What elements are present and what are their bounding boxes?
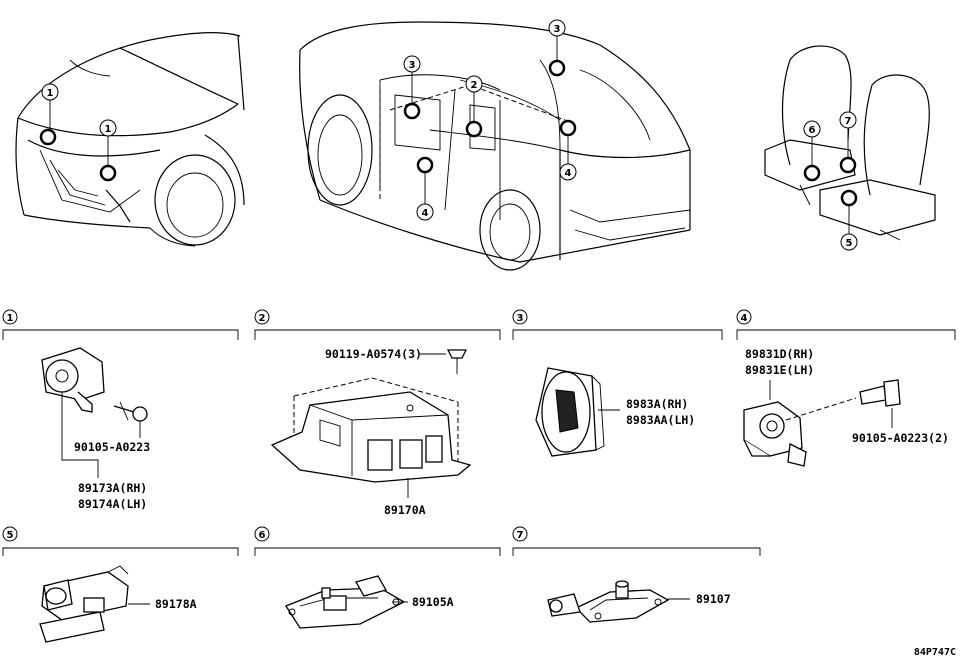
part-number: 8983A(RH) <box>626 397 688 411</box>
section-index: 5 <box>7 530 14 541</box>
ecu-bolt <box>420 349 468 374</box>
seat-position-sensor <box>39 565 129 643</box>
section-index: 6 <box>259 530 266 541</box>
location-dot <box>465 120 483 138</box>
section-index: 2 <box>259 313 266 324</box>
section-3: 3 8983A(RH) 8983AA(LH) <box>512 309 723 457</box>
callout-label: 4 <box>422 208 429 219</box>
callout-label: 6 <box>809 125 816 136</box>
section-4: 4 89831D(RH) 89831E(LH) 90105-A0223(2) <box>736 309 956 467</box>
section-5: 5 89178A <box>2 526 239 643</box>
front-airbag-sensor <box>41 347 105 413</box>
section-index: 4 <box>741 313 748 324</box>
location-dot <box>39 128 57 146</box>
location-dot <box>803 164 821 182</box>
callout-label: 5 <box>846 238 853 249</box>
sensor-bolt <box>859 379 901 407</box>
callout-label: 3 <box>554 24 561 35</box>
callout-marker <box>839 111 857 129</box>
location-dot <box>840 189 858 207</box>
front-vehicle-illustration <box>15 31 245 247</box>
part-number: 89178A <box>155 597 197 611</box>
callout-label: 2 <box>471 80 478 91</box>
callout-label: 1 <box>47 88 54 99</box>
seat-illustration <box>764 45 936 241</box>
location-dot <box>416 156 434 174</box>
airbag-ecu <box>270 377 472 483</box>
location-dot <box>99 164 117 182</box>
section-index: 1 <box>7 313 14 324</box>
overview-callouts: 1 1 2 3 3 4 4 5 <box>39 19 858 251</box>
part-number: 89107 <box>696 592 731 606</box>
callout-label: 3 <box>409 60 416 71</box>
curtain-airbag-sensor <box>535 367 605 457</box>
callout-marker <box>416 203 434 221</box>
sensor-bolt <box>113 401 148 422</box>
rear-vehicle-illustration <box>299 21 691 271</box>
part-number: 89170A <box>384 503 426 517</box>
part-number: 89173A(RH) <box>78 481 147 495</box>
side-airbag-sensor <box>743 401 807 467</box>
callout-marker <box>99 119 117 137</box>
section-6: 6 89105A <box>254 526 501 629</box>
section-7: 7 89107 <box>512 526 761 623</box>
callout-label: 7 <box>845 116 852 127</box>
location-dot <box>559 119 577 137</box>
callout-marker <box>41 83 59 101</box>
buckle-switch-sensor <box>547 580 670 623</box>
section-index: 3 <box>517 313 524 324</box>
part-number: 89105A <box>412 595 454 609</box>
part-number: 8983AA(LH) <box>626 413 695 427</box>
part-number: 89174A(LH) <box>78 497 147 511</box>
callout-marker <box>840 233 858 251</box>
part-number: 89831D(RH) <box>745 347 814 361</box>
section-2: 2 90119-A0574(3) 89170A <box>254 309 501 517</box>
location-dot <box>839 156 857 174</box>
callout-marker <box>465 75 483 93</box>
fastener-number: 90105-A0223 <box>74 440 150 454</box>
fastener-number: 90119-A0574(3) <box>325 347 422 361</box>
callout-label: 4 <box>565 168 572 179</box>
callout-marker <box>403 55 421 73</box>
location-dot <box>548 59 566 77</box>
callout-marker <box>803 120 821 138</box>
callout-marker <box>559 163 577 181</box>
part-number: 89831E(LH) <box>745 363 814 377</box>
section-1: 1 90105-A0223 89173A(RH) 89174A(LH) <box>2 309 239 511</box>
callout-label: 1 <box>105 124 112 135</box>
illustration-code: 84P747C <box>914 647 956 658</box>
location-dot <box>403 102 421 120</box>
section-index: 7 <box>517 530 524 541</box>
occupant-sensor <box>285 575 406 629</box>
fastener-number: 90105-A0223(2) <box>852 431 949 445</box>
callout-marker <box>548 19 566 37</box>
